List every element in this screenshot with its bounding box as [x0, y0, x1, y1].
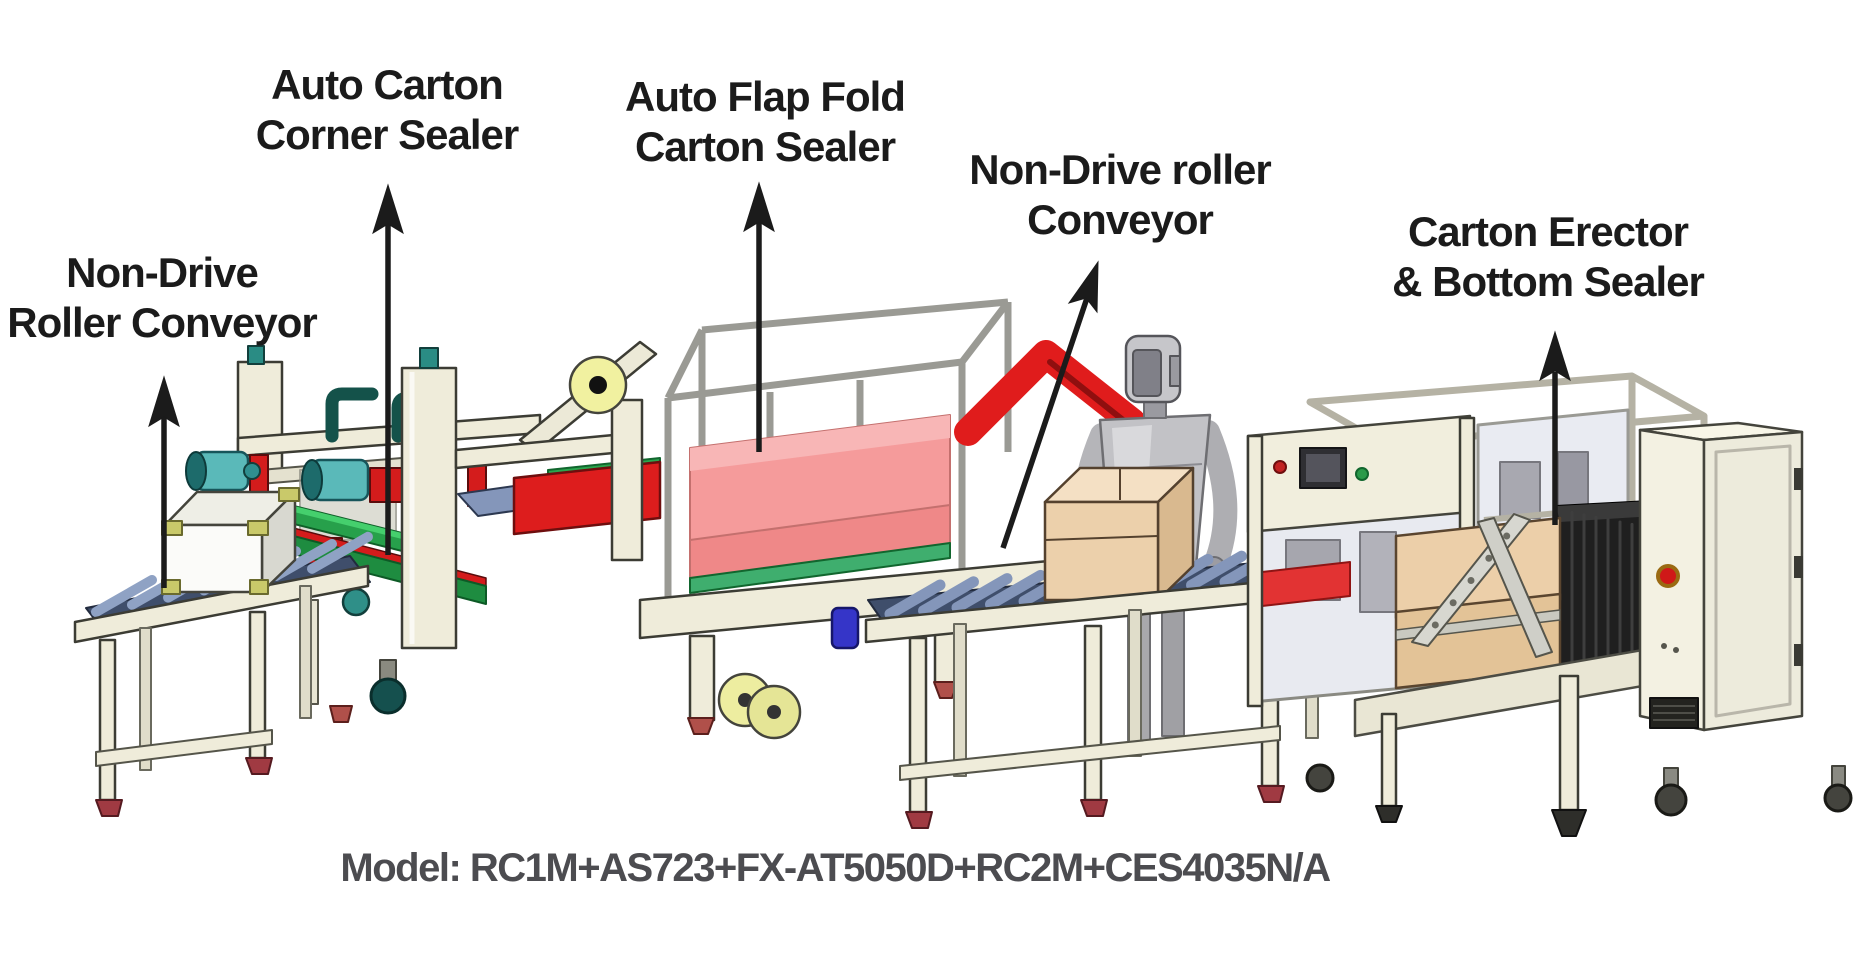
foot-pad: [245, 757, 273, 775]
strip-hole: [1467, 577, 1475, 584]
roller-slat: [951, 573, 1013, 614]
foot-pad: [1375, 805, 1403, 823]
caster-wheel-icon: [369, 677, 407, 715]
roller-slat: [307, 531, 373, 574]
label-flap-fold-sealer: Auto Flap Fold Carton Sealer: [625, 72, 906, 172]
foot-pad: [329, 705, 353, 723]
label-left-roller-conveyor: Non-Drive Roller Conveyor: [7, 248, 317, 348]
label-corner-sealer: Auto Carton Corner Sealer: [255, 60, 519, 160]
hinge-icon: [1794, 644, 1803, 666]
motor-icon: [185, 450, 261, 492]
roller-slat: [918, 576, 979, 617]
left-roller-conveyor-illustration: [73, 487, 373, 817]
label-line: Corner Sealer: [255, 111, 519, 158]
arrow-flap-fold: [743, 181, 775, 452]
foot-pad: [933, 681, 959, 699]
foot-pad: [1080, 799, 1108, 817]
strip-hole: [1431, 621, 1439, 629]
label-line: Roller Conveyor: [7, 299, 317, 346]
foot-pad: [95, 799, 123, 817]
label-line: Carton Erector: [1407, 208, 1689, 255]
roller-slat: [985, 569, 1046, 610]
hinge-icon: [1794, 556, 1803, 578]
carton-box: [1043, 466, 1195, 602]
foot-pad: [687, 717, 715, 735]
roller-slat: [91, 575, 157, 617]
foot-pad: [1551, 809, 1587, 837]
flap-fold-sealer-illustration: [568, 298, 1174, 740]
label-line: Non-Drive roller: [969, 146, 1271, 193]
robot-head: [1124, 334, 1182, 404]
green-indicator-icon: [1355, 467, 1369, 481]
caster-wheel-icon: [1654, 783, 1688, 817]
label-line: Carton Sealer: [634, 123, 896, 170]
label-line: Conveyor: [1027, 196, 1214, 243]
strip-hole: [1503, 532, 1511, 540]
label-line: & Bottom Sealer: [1392, 258, 1705, 305]
caster-wheel-icon: [1305, 763, 1335, 793]
foot-pad: [905, 811, 933, 829]
label-line: Auto Carton: [271, 61, 504, 108]
alarm-lamp-icon: [1656, 564, 1680, 588]
model-text: Model: RC1M+AS723+FX-AT5050D+RC2M+CES403…: [340, 846, 1331, 890]
motor-icon: [301, 458, 370, 502]
vent-grille-icon: [1649, 697, 1699, 729]
label-mid-roller-conveyor: Non-Drive roller Conveyor: [969, 145, 1271, 245]
cabinet-door: [1702, 430, 1804, 732]
arrow-mid-conveyor: [1000, 260, 1099, 549]
tape-roll-icon: [568, 355, 628, 415]
label-line: Auto Flap Fold: [625, 73, 906, 120]
white-box: [161, 487, 300, 595]
hinge-icon: [1794, 468, 1803, 490]
pulley-icon: [341, 587, 371, 617]
label-line: Non-Drive: [66, 249, 259, 296]
mid-roller-conveyor-illustration: [864, 466, 1381, 829]
foot-pad: [1257, 785, 1285, 803]
red-indicator-icon: [1273, 460, 1287, 474]
caster-wheel-icon: [1823, 783, 1853, 813]
arrow-carton-erector: [1539, 330, 1571, 525]
arrow-corner-sealer: [372, 183, 404, 555]
pneumatic-unit: [830, 606, 860, 650]
pointer-arrows: [148, 181, 1571, 588]
roller-slat: [884, 579, 946, 620]
tape-roll-icon: [717, 672, 802, 740]
arrow-left-conveyor: [148, 375, 180, 588]
carton-erector-illustration: [1246, 372, 1853, 837]
label-carton-erector: Carton Erector & Bottom Sealer: [1392, 207, 1705, 307]
strip-hole: [1485, 554, 1493, 562]
strip-hole: [1449, 599, 1457, 607]
roller-slat: [1186, 550, 1247, 591]
